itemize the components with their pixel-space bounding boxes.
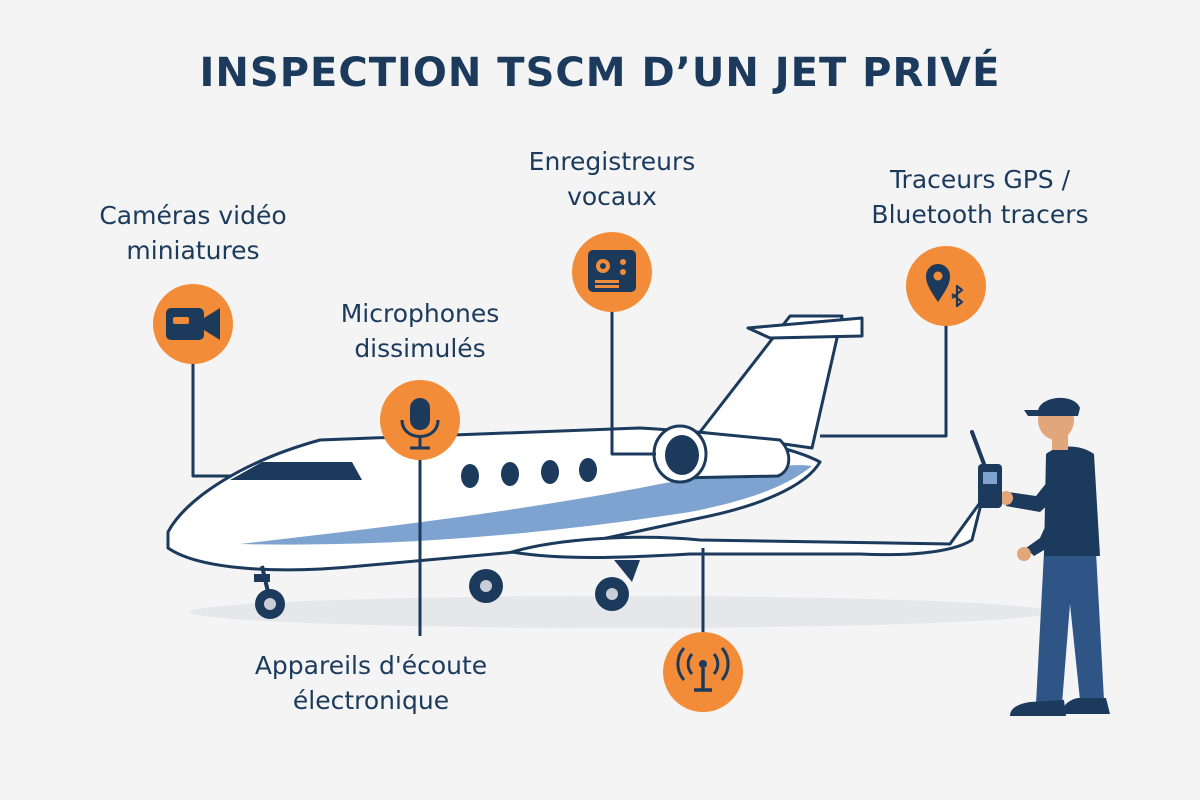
nose-wheel-hub [264, 598, 276, 610]
nose-gear-strut-box [254, 574, 270, 582]
main-wheel-hub [606, 588, 618, 600]
antenna-signal-icon [663, 632, 743, 712]
passenger-window [461, 464, 479, 488]
connector-trackers [820, 322, 948, 438]
label-cameras: Caméras vidéo miniatures [58, 198, 328, 268]
passenger-window [541, 460, 559, 484]
label-microphones-line1: Microphones [340, 299, 500, 328]
label-listening: Appareils d'écoute électronique [226, 648, 516, 718]
passenger-window [501, 462, 519, 486]
label-trackers-line1: Traceurs GPS / [889, 165, 1071, 194]
fuselage-stripe [240, 465, 812, 545]
ground-shadow [190, 596, 1050, 628]
label-microphones: Microphones dissimulés [300, 296, 540, 366]
connector-recorders [610, 312, 656, 456]
location-bluetooth-icon [906, 246, 986, 326]
label-microphones-line2: dissimulés [354, 334, 486, 363]
label-trackers-line2: Bluetooth tracers [871, 200, 1089, 229]
cockpit-window [230, 462, 362, 480]
label-recorders-line2: vocaux [567, 182, 657, 211]
label-cameras-line2: miniatures [126, 236, 260, 265]
microphone-icon [380, 380, 460, 460]
label-trackers: Traceurs GPS / Bluetooth tracers [830, 162, 1130, 232]
engine-intake-core [665, 435, 699, 475]
main-gear-strut [614, 560, 640, 582]
video-camera-icon [153, 284, 233, 364]
horizontal-stabilizer [746, 316, 864, 340]
label-recorders-line1: Enregistreurs [528, 147, 696, 176]
voice-recorder-icon [572, 232, 652, 312]
label-recorders: Enregistreurs vocaux [482, 144, 742, 214]
main-wheel-hub [480, 580, 492, 592]
label-listening-line1: Appareils d'écoute [254, 651, 488, 680]
technician-figure [970, 397, 1110, 716]
page-title: INSPECTION TSCM D’UN JET PRIVÉ [199, 50, 1001, 96]
label-cameras-line1: Caméras vidéo [99, 201, 287, 230]
passenger-window [579, 458, 597, 482]
connector-cameras [191, 360, 232, 478]
label-listening-line2: électronique [292, 686, 450, 715]
wing [510, 498, 984, 559]
